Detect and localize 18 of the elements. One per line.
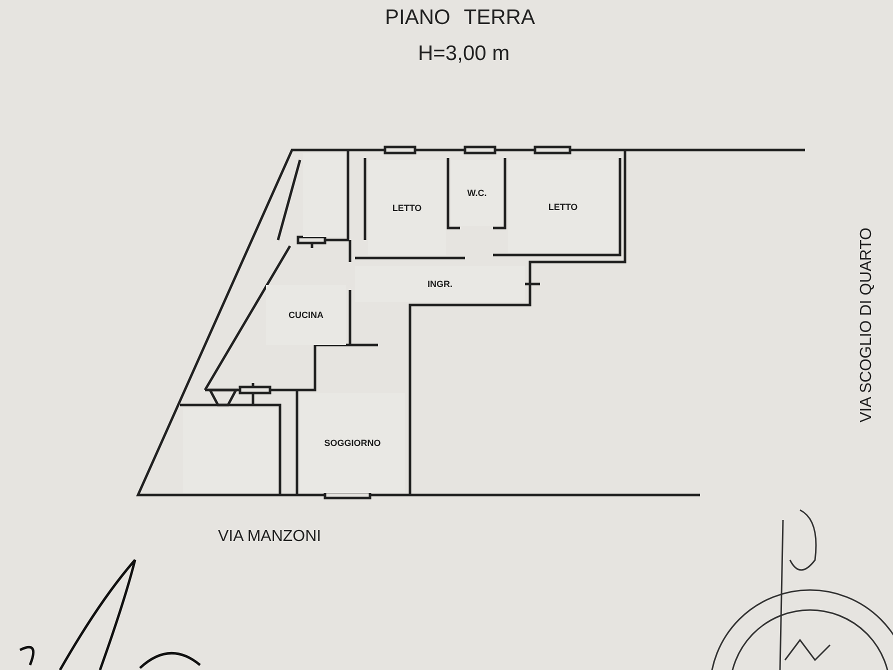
room-area — [300, 393, 405, 493]
room-label: LETTO — [548, 202, 578, 212]
room-label: CUCINA — [288, 310, 324, 320]
room-label: INGR. — [427, 279, 452, 289]
room-area — [451, 160, 503, 226]
terrace-area — [303, 153, 346, 237]
room-area — [266, 285, 346, 345]
street-name: VIA SCOGLIO DI QUARTO — [858, 226, 876, 425]
room-label: LETTO — [392, 202, 422, 212]
ceiling-height-label: H=3,00 m — [418, 42, 510, 66]
plan-title: PIANO TERRA — [385, 6, 535, 30]
terrace-area — [183, 408, 278, 493]
street-name: VIA MANZONI — [218, 528, 322, 546]
room-label: W.C. — [467, 188, 487, 198]
room-label: SOGGIORNO — [324, 438, 381, 448]
room-area — [508, 160, 618, 253]
room-area — [368, 160, 446, 255]
room-area — [355, 266, 525, 302]
